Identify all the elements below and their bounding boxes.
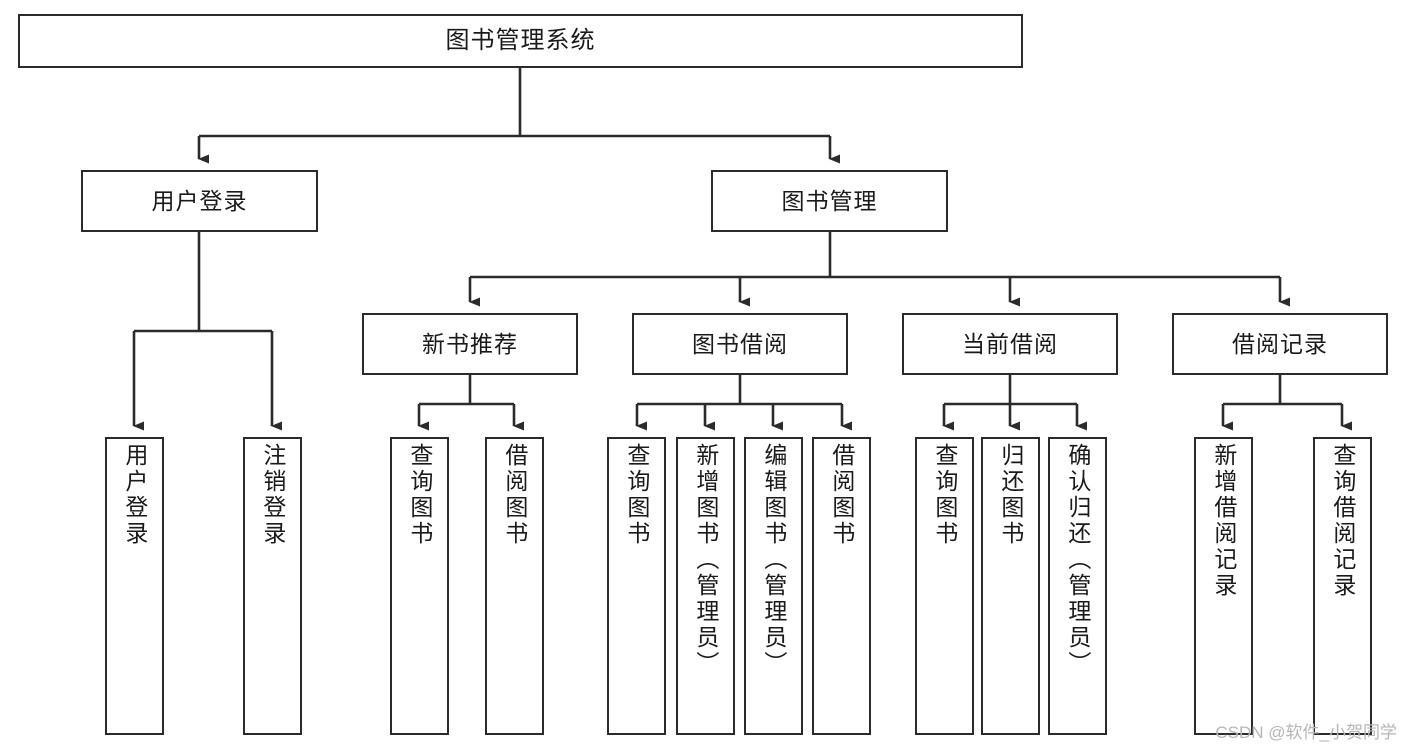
node-label: 新增图书（管理员） (692, 443, 719, 677)
node-label: 新书推荐 (422, 330, 518, 357)
node-book-borrow[interactable]: 图书借阅 (632, 313, 848, 375)
leaf-book-borrow-add[interactable]: 新增图书（管理员） (676, 437, 735, 735)
leaf-current-borrow-confirm-return[interactable]: 确认归还（管理员） (1048, 437, 1107, 735)
node-label: 借阅记录 (1232, 330, 1328, 357)
leaf-new-book-borrow[interactable]: 借阅图书 (485, 437, 544, 735)
node-book-management[interactable]: 图书管理 (711, 170, 948, 232)
leaf-book-borrow-edit[interactable]: 编辑图书（管理员） (744, 437, 803, 735)
node-label: 用户登录 (151, 187, 248, 214)
node-new-book-recommend[interactable]: 新书推荐 (362, 313, 578, 375)
node-label: 归还图书 (997, 443, 1024, 547)
leaf-book-borrow-query[interactable]: 查询图书 (607, 437, 666, 735)
node-label: 查询图书 (931, 443, 958, 547)
node-label: 图书借阅 (692, 330, 788, 357)
leaf-user-login-signout[interactable]: 注销登录 (243, 437, 302, 735)
node-label: 当前借阅 (962, 330, 1058, 357)
node-label: 用户登录 (121, 443, 148, 547)
leaf-current-borrow-return[interactable]: 归还图书 (981, 437, 1040, 735)
node-label: 查询图书 (623, 443, 650, 547)
node-label: 借阅图书 (828, 443, 855, 547)
node-user-login[interactable]: 用户登录 (81, 170, 318, 232)
leaf-current-borrow-query[interactable]: 查询图书 (915, 437, 974, 735)
node-borrow-record[interactable]: 借阅记录 (1172, 313, 1388, 375)
leaf-user-login-signin[interactable]: 用户登录 (105, 437, 164, 735)
node-label: 借阅图书 (501, 443, 528, 547)
node-label: 注销登录 (259, 443, 286, 547)
node-root-system[interactable]: 图书管理系统 (18, 14, 1023, 68)
leaf-new-book-query[interactable]: 查询图书 (390, 437, 449, 735)
node-label: 图书管理系统 (445, 27, 596, 55)
node-label: 查询图书 (406, 443, 433, 547)
node-label: 确认归还（管理员） (1064, 443, 1091, 677)
node-label: 查询借阅记录 (1329, 443, 1356, 599)
node-current-borrow[interactable]: 当前借阅 (902, 313, 1118, 375)
node-label: 新增借阅记录 (1210, 443, 1237, 599)
node-label: 编辑图书（管理员） (760, 443, 787, 677)
leaf-borrow-record-query[interactable]: 查询借阅记录 (1313, 437, 1372, 735)
leaf-book-borrow-borrow[interactable]: 借阅图书 (812, 437, 871, 735)
node-label: 图书管理 (781, 187, 878, 214)
csdn-watermark: CSDN @软件_小贺同学 (1215, 723, 1397, 742)
leaf-borrow-record-add[interactable]: 新增借阅记录 (1194, 437, 1253, 735)
